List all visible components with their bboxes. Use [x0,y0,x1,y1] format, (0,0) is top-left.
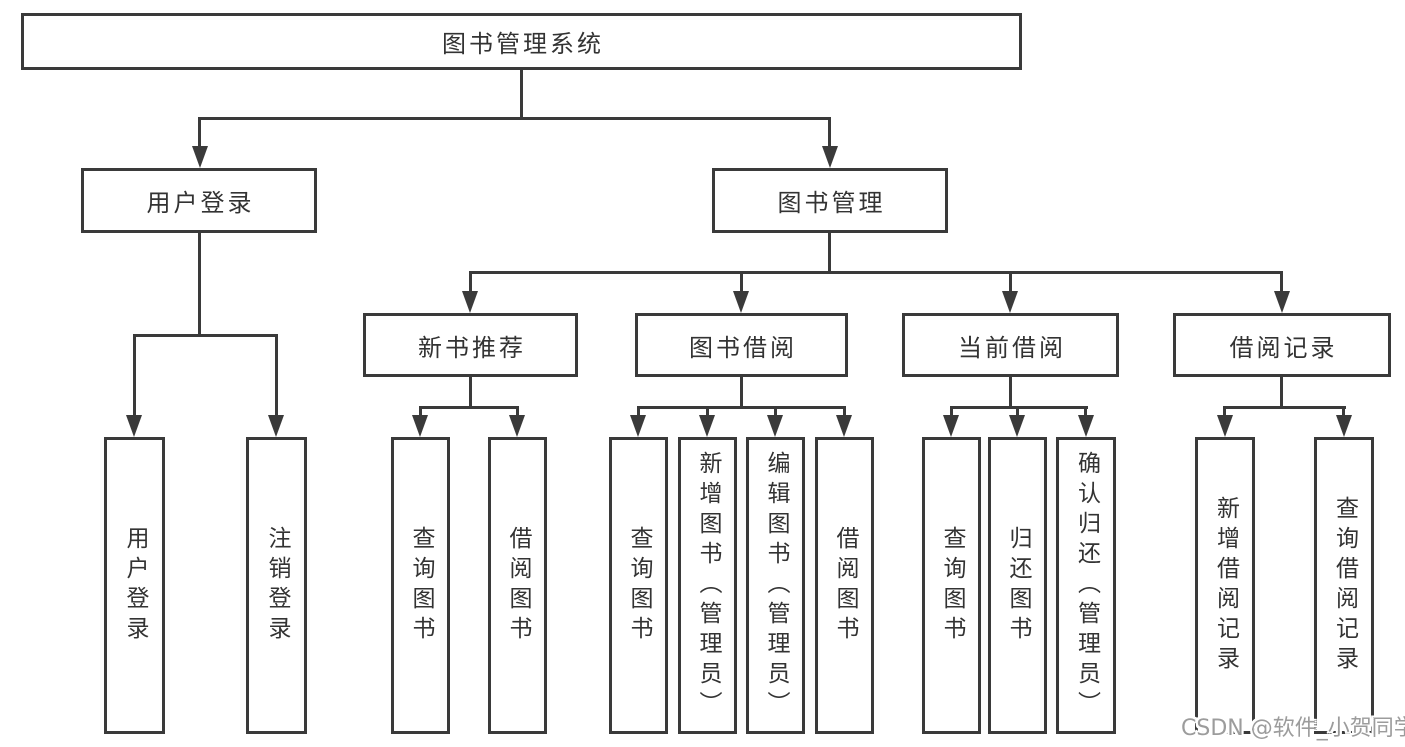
connector-drop-leaf-user-login [133,334,136,417]
node-root: 图书管理系统 [21,13,1022,70]
connector-drop-leaf-logout [275,334,278,417]
arrowhead-borrow-a [509,415,525,437]
connector-drop-user-login [198,117,201,149]
connector-current-borrow-stem [1009,377,1012,408]
csdn-watermark: CSDN @软件_小贺同学 [1181,716,1405,741]
arrowhead-user-login [192,146,208,168]
leaf-return-book: 归还图书 [988,437,1047,734]
leaf-confirm-return-admin: 确认归还（管理员） [1056,437,1116,734]
leaf-borrow-book-recommend: 借阅图书 [488,437,547,734]
connector-drop-new-book-recommend [469,271,472,293]
leaf-borrow-book-2: 借阅图书 [815,437,874,734]
node-book-management: 图书管理 [712,168,948,233]
connector-current-borrow-rail [950,406,1088,409]
node-current-borrow: 当前借阅 [902,313,1119,377]
connector-drop-query-c [950,406,953,418]
connector-borrow-records-rail [1223,406,1346,409]
arrowhead-new-book-recommend [462,291,478,313]
leaf-logout-login: 注销登录 [246,437,307,734]
leaf-query-book-borrow: 查询图书 [609,437,668,734]
arrowhead-book-borrow [733,291,749,313]
arrowhead-edit-book [767,415,783,437]
connector-book-borrow-rail [637,406,846,409]
connector-user-login-rail [133,334,278,337]
connector-drop-borrow-a [516,406,519,418]
connector-drop-query-a [419,406,422,418]
connector-drop-add-book [706,406,709,418]
connector-drop-query-b [637,406,640,418]
connector-drop-book-borrow [740,271,743,293]
connector-drop-book-management [828,117,831,149]
arrowhead-borrow-b [836,415,852,437]
connector-new-book-stem [469,377,472,408]
leaf-query-borrow-record: 查询借阅记录 [1314,437,1374,734]
node-borrow-records: 借阅记录 [1173,313,1391,377]
connector-book-management-rail [469,271,1283,274]
arrowhead-query-record [1336,415,1352,437]
connector-drop-borrow-records [1280,271,1283,293]
arrowhead-add-record [1217,415,1233,437]
node-new-book-recommend: 新书推荐 [363,313,578,377]
connector-root-stem [520,70,523,118]
leaf-add-book-admin: 新增图书（管理员） [678,437,737,734]
connector-drop-query-record [1342,406,1345,418]
leaf-query-book-current: 查询图书 [922,437,981,734]
node-book-borrow: 图书借阅 [635,313,848,377]
connector-book-borrow-stem [740,377,743,408]
connector-drop-confirm-return [1084,406,1087,418]
leaf-edit-book-admin: 编辑图书（管理员） [746,437,805,734]
arrowhead-leaf-logout [268,415,284,437]
connector-drop-edit-book [774,406,777,418]
arrowhead-leaf-user-login [126,415,142,437]
connector-root-rail [198,117,831,120]
connector-drop-add-record [1223,406,1226,418]
node-user-login: 用户登录 [81,168,317,233]
connector-new-book-rail [419,406,519,409]
arrowhead-book-management [822,146,838,168]
connector-drop-current-borrow [1009,271,1012,293]
arrowhead-query-a [412,415,428,437]
arrowhead-add-book [699,415,715,437]
connector-drop-borrow-b [843,406,846,418]
arrowhead-current-borrow [1002,291,1018,313]
arrowhead-confirm-return [1078,415,1094,437]
connector-book-management-stem [828,233,831,273]
connector-drop-return-book [1016,406,1019,418]
arrowhead-borrow-records [1274,291,1290,313]
connector-user-login-stem [198,233,201,335]
arrowhead-query-b [630,415,646,437]
arrowhead-return-book [1009,415,1025,437]
leaf-add-borrow-record: 新增借阅记录 [1195,437,1255,734]
connector-borrow-records-stem [1280,377,1283,408]
arrowhead-query-c [943,415,959,437]
leaf-user-login: 用户登录 [104,437,165,734]
leaf-query-book-recommend: 查询图书 [391,437,450,734]
